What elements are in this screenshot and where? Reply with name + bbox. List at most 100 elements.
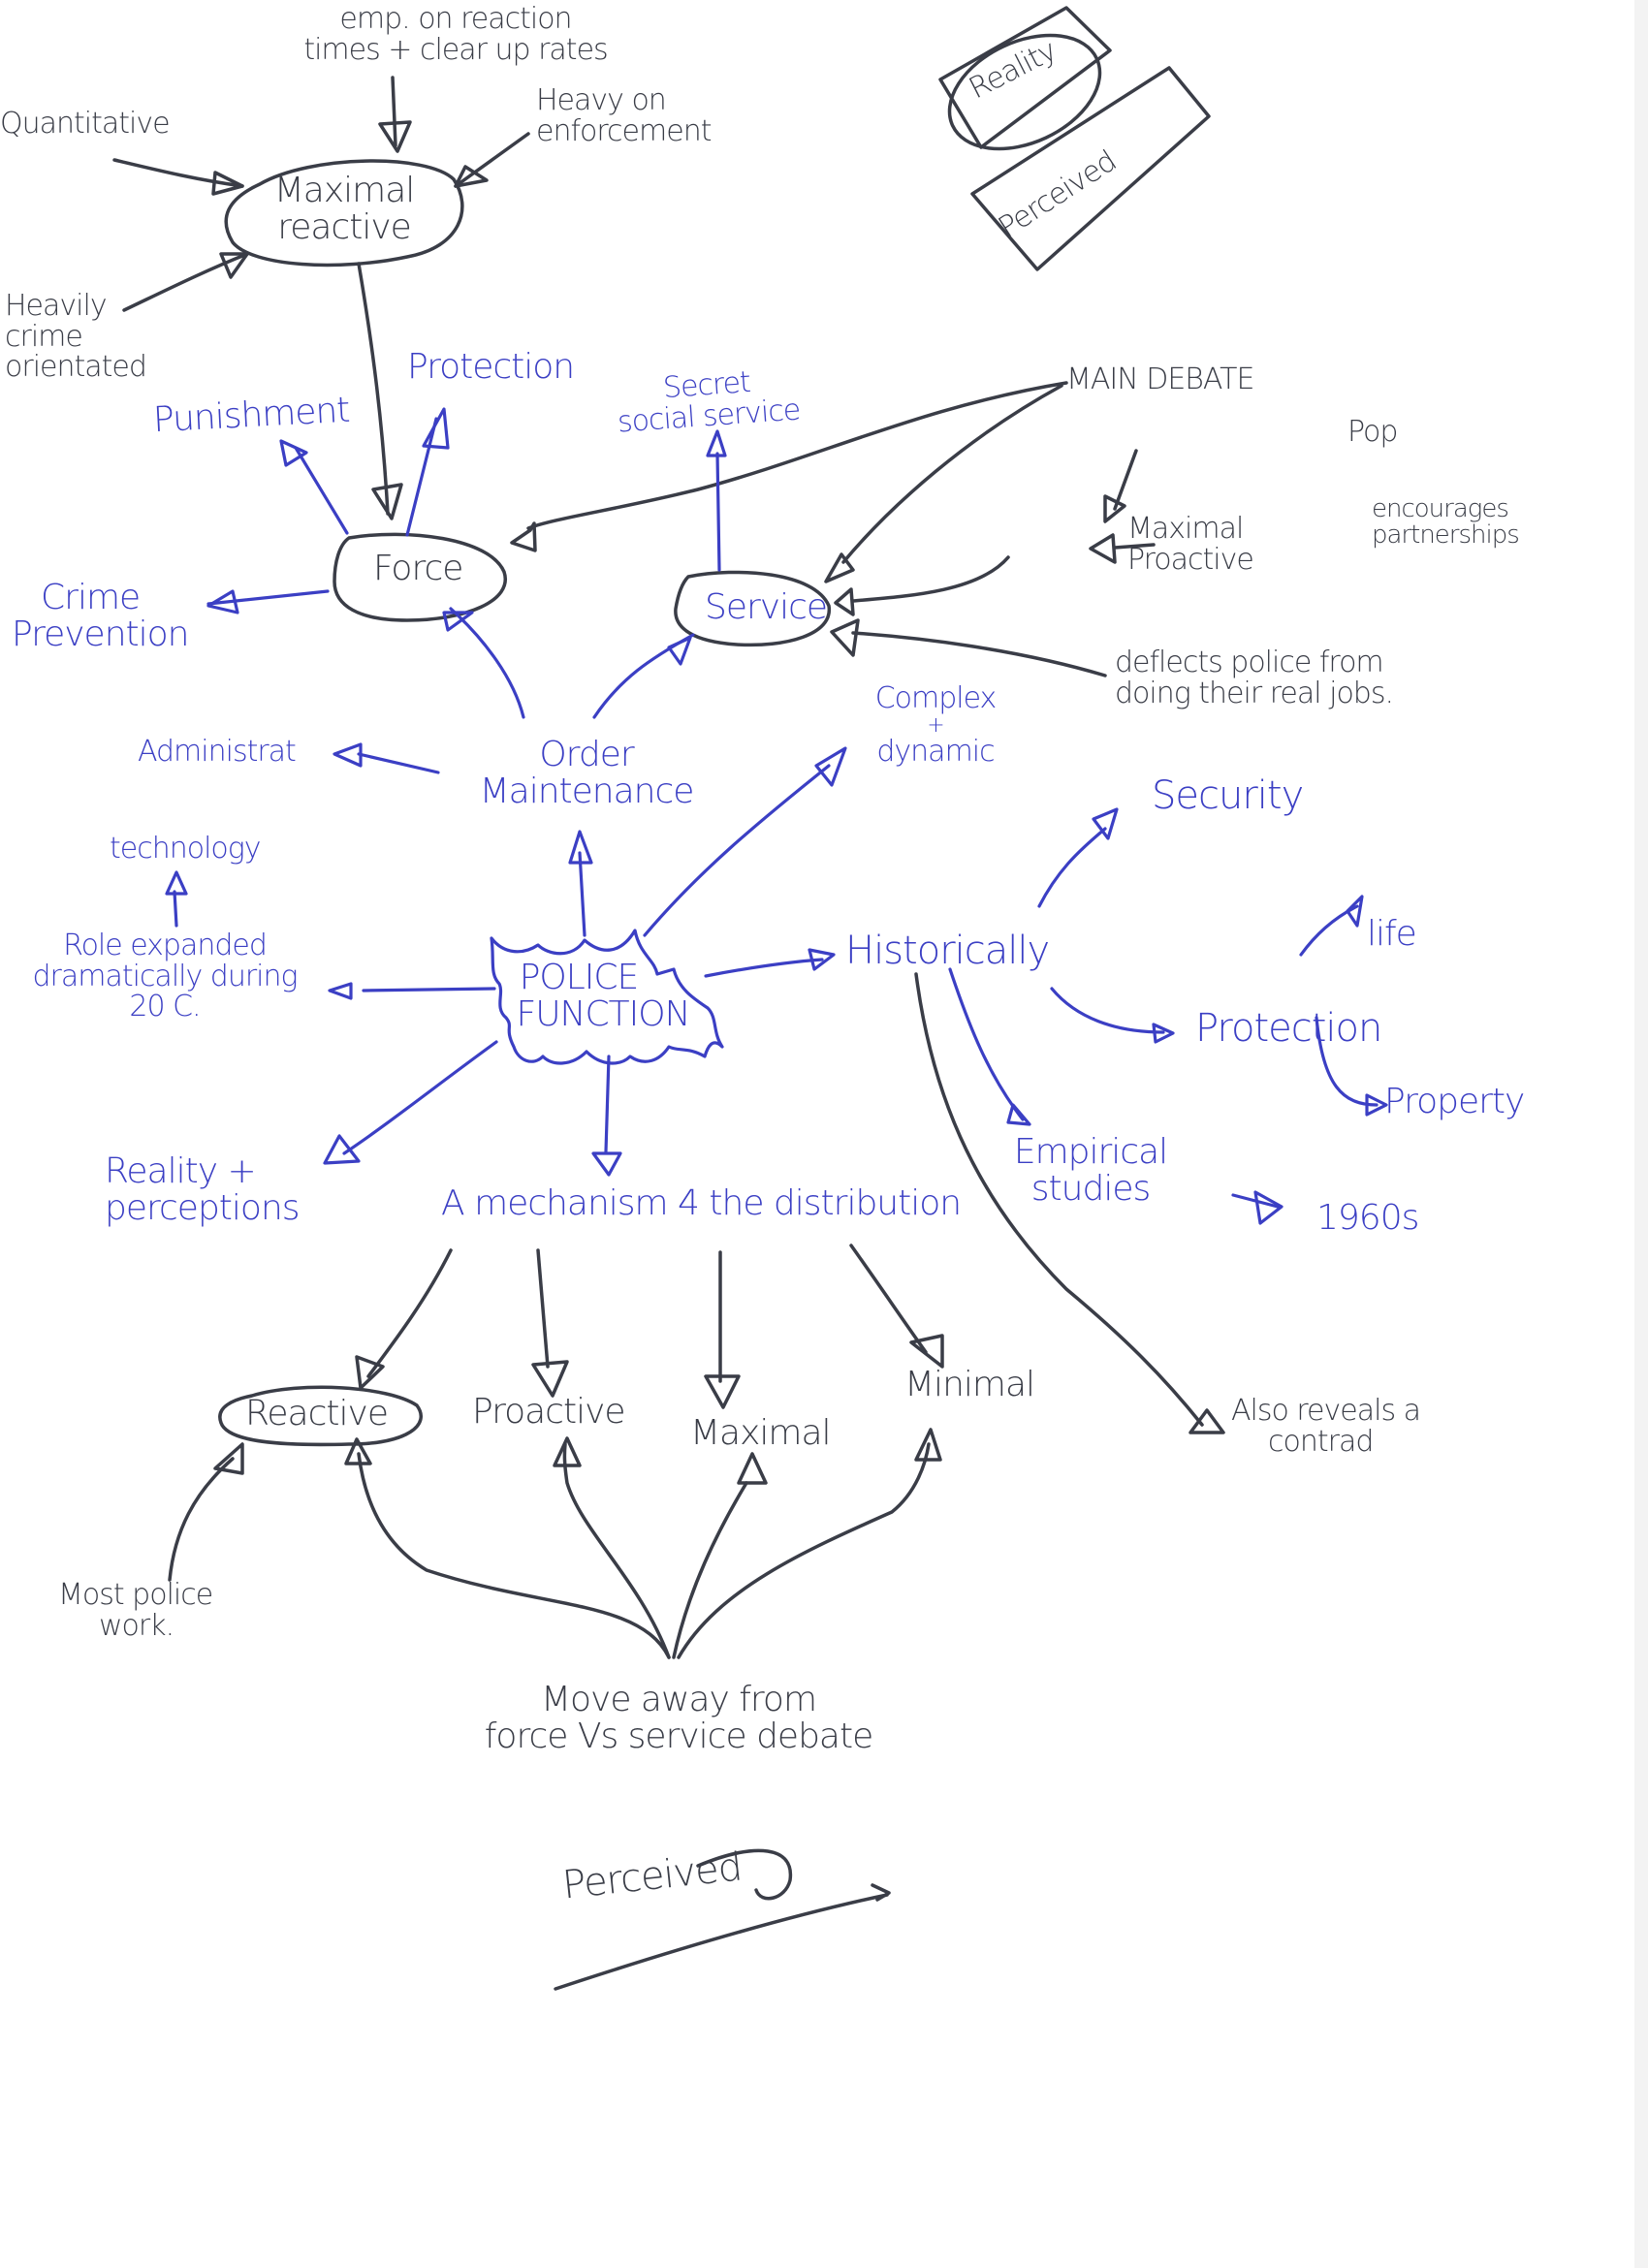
maximal-reactive-bubble bbox=[224, 159, 464, 268]
arrow-mechanism-to-proactive bbox=[536, 1248, 550, 1369]
arrow-head bbox=[344, 1437, 372, 1465]
arrow-historically-to-protection bbox=[1050, 987, 1165, 1034]
heavy-enforcement-line-1: Heavy on bbox=[536, 83, 667, 117]
security-node: Security bbox=[1152, 773, 1304, 818]
arrow-head bbox=[706, 429, 727, 457]
arrow-police-to-mechanism bbox=[604, 1055, 611, 1153]
arrow-mechanism-to-reactive bbox=[366, 1248, 453, 1378]
crime-prevention-node: Crime Prevention bbox=[12, 578, 189, 654]
arrow-head bbox=[1006, 1103, 1031, 1126]
emp-reaction-line-2: times + clear up rates bbox=[303, 32, 608, 67]
arrow-emp-to-maximal bbox=[391, 76, 397, 147]
also-reveals-note: Also reveals a contrad bbox=[1231, 1396, 1421, 1459]
police-function-node: POLICE FUNCTION bbox=[516, 960, 691, 1034]
arrow-police-to-historically bbox=[704, 958, 824, 978]
order-maintenance-node: Order Maintenance bbox=[480, 735, 695, 810]
arrow-deflects-to-service bbox=[851, 631, 1107, 677]
arrow-head bbox=[808, 948, 836, 971]
heavily-crime-line-1: Heavily bbox=[5, 289, 108, 323]
arrow-head bbox=[834, 587, 855, 616]
heavily-crime-line-3: orientated bbox=[5, 350, 147, 384]
arrow-head bbox=[213, 1442, 244, 1475]
arrow-head bbox=[333, 742, 363, 768]
maximal-reactive-line-1: Maximal bbox=[273, 171, 416, 210]
empirical-line-2: studies bbox=[1030, 1168, 1151, 1209]
arrow-service-to-secret bbox=[715, 452, 721, 572]
complex-line-2: + bbox=[927, 712, 944, 738]
reality-perceptions-node: Reality + perceptions bbox=[105, 1153, 301, 1228]
arrow-order-to-force bbox=[449, 607, 525, 719]
arrow-head bbox=[914, 1428, 942, 1462]
reactive-oval bbox=[218, 1385, 423, 1447]
arrow-move-to-proactive bbox=[562, 1442, 671, 1659]
arrow-most-police-to-reactive bbox=[168, 1457, 235, 1582]
arrow-order-to-administrat bbox=[357, 752, 440, 774]
minimal-node: Minimal bbox=[904, 1365, 1035, 1404]
secret-social-service-node: Secret social service bbox=[615, 364, 802, 439]
service-node: Service bbox=[705, 587, 828, 627]
mechanism-node: A mechanism 4 the distribution bbox=[441, 1183, 962, 1223]
arrow-police-to-order bbox=[578, 851, 586, 937]
arrow-historically-to-empirical bbox=[948, 967, 1025, 1121]
arrow-maximal-to-force bbox=[357, 262, 390, 516]
crime-prevention-line-2: Prevention bbox=[12, 614, 189, 654]
reality-line-2: perceptions bbox=[105, 1187, 301, 1228]
arrow-head bbox=[824, 552, 855, 583]
reality-oval bbox=[947, 33, 1102, 151]
arrow-order-to-service bbox=[592, 633, 695, 719]
deflects-note: deflects police from doing their real jo… bbox=[1115, 646, 1394, 710]
arrow-force-to-protection bbox=[405, 417, 438, 537]
arrow-protection-to-life bbox=[1299, 904, 1359, 957]
heavy-enforcement-note: Heavy on enforcement bbox=[536, 83, 712, 146]
arrow-move-to-maximal bbox=[672, 1481, 748, 1659]
role-line-2: dramatically during bbox=[32, 959, 298, 993]
arrow-encourages-to-maximal-proactive bbox=[1113, 543, 1156, 550]
complex-dynamic-node: Complex + dynamic bbox=[875, 683, 998, 767]
arrow-enforcement-to-maximal bbox=[454, 132, 530, 188]
role-line-3: 20 C. bbox=[129, 990, 201, 1024]
sixties-node: 1960s bbox=[1316, 1198, 1419, 1238]
arrow-head bbox=[1103, 494, 1126, 523]
arrow-head bbox=[814, 746, 847, 787]
maximal-reactive-line-2: reactive bbox=[277, 206, 412, 247]
arrow-historically-to-security bbox=[1037, 827, 1107, 908]
order-line-1: Order bbox=[539, 735, 634, 774]
arrow-police-to-reality bbox=[342, 1040, 498, 1155]
arrow-head bbox=[279, 439, 308, 467]
move-away-line-2: force Vs service debate bbox=[484, 1716, 873, 1756]
arrow-head bbox=[1253, 1190, 1284, 1225]
maximal-node: Maximal bbox=[690, 1413, 832, 1453]
deflects-line-1: deflects police from bbox=[1115, 646, 1384, 679]
maximal-proactive-line-2: Proactive bbox=[1127, 542, 1254, 577]
role-expanded-node: Role expanded dramatically during 20 C. bbox=[32, 930, 298, 1024]
arrow-historically-to-also-reveals bbox=[914, 972, 1204, 1427]
crime-prevention-line-1: Crime bbox=[41, 578, 141, 617]
arrow-police-to-role-expanded bbox=[362, 987, 496, 992]
police-line-2: FUNCTION bbox=[516, 993, 691, 1034]
reality-box-outline bbox=[938, 6, 1112, 149]
arrow-head bbox=[442, 611, 474, 632]
perceived-box-outline bbox=[970, 66, 1211, 271]
arrow-head bbox=[667, 636, 692, 666]
perceived-bottom-loop bbox=[696, 1848, 793, 1901]
historically-node: Historically bbox=[845, 929, 1050, 973]
deflects-line-2: doing their real jobs. bbox=[1115, 676, 1394, 710]
arrow-head bbox=[422, 407, 450, 450]
technology-node: technology bbox=[110, 832, 262, 866]
protection-historical-node: Protection bbox=[1195, 1006, 1382, 1051]
also-reveals-line-2: contrad bbox=[1268, 1424, 1374, 1459]
pop-note: Pop bbox=[1347, 415, 1398, 449]
proactive-node: Proactive bbox=[472, 1392, 626, 1432]
arrow-head bbox=[871, 1883, 891, 1902]
arrow-head bbox=[1365, 1093, 1388, 1117]
arrow-police-to-complex bbox=[643, 764, 831, 937]
maximal-reactive-node: Maximal reactive bbox=[273, 171, 416, 247]
property-node: Property bbox=[1384, 1082, 1525, 1121]
emp-reaction-note: emp. on reaction times + clear up rates bbox=[303, 4, 608, 67]
arrow-force-to-punishment bbox=[294, 446, 349, 535]
arrow-debate-to-force bbox=[526, 381, 1068, 530]
arrow-head bbox=[591, 1151, 622, 1177]
heavily-crime-note: Heavily crime orientated bbox=[5, 289, 147, 384]
most-police-work-note: Most police work. bbox=[58, 1580, 213, 1641]
